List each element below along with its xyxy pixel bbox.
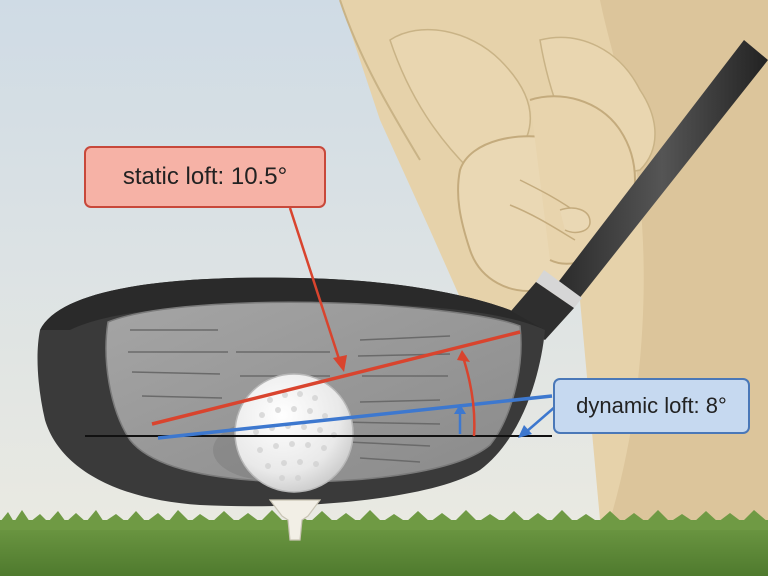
static-leader-arrowhead — [333, 355, 347, 372]
dynamic-leader-arrowhead — [518, 425, 532, 438]
dynamic-loft-line — [157, 394, 553, 440]
static-loft-line — [151, 330, 521, 426]
static-loft-callout: static loft: 10.5° — [84, 146, 326, 208]
tee — [268, 499, 322, 541]
static-angle-arrowhead — [457, 350, 470, 362]
static-angle-arc — [460, 353, 476, 437]
dynamic-loft-callout: dynamic loft: 8° — [553, 378, 750, 434]
dynamic-leader-line — [525, 405, 557, 433]
grass — [0, 510, 768, 576]
golf-ball — [234, 373, 354, 493]
dynamic-angle-arrowhead — [454, 404, 466, 414]
static-leader-line — [288, 207, 342, 363]
